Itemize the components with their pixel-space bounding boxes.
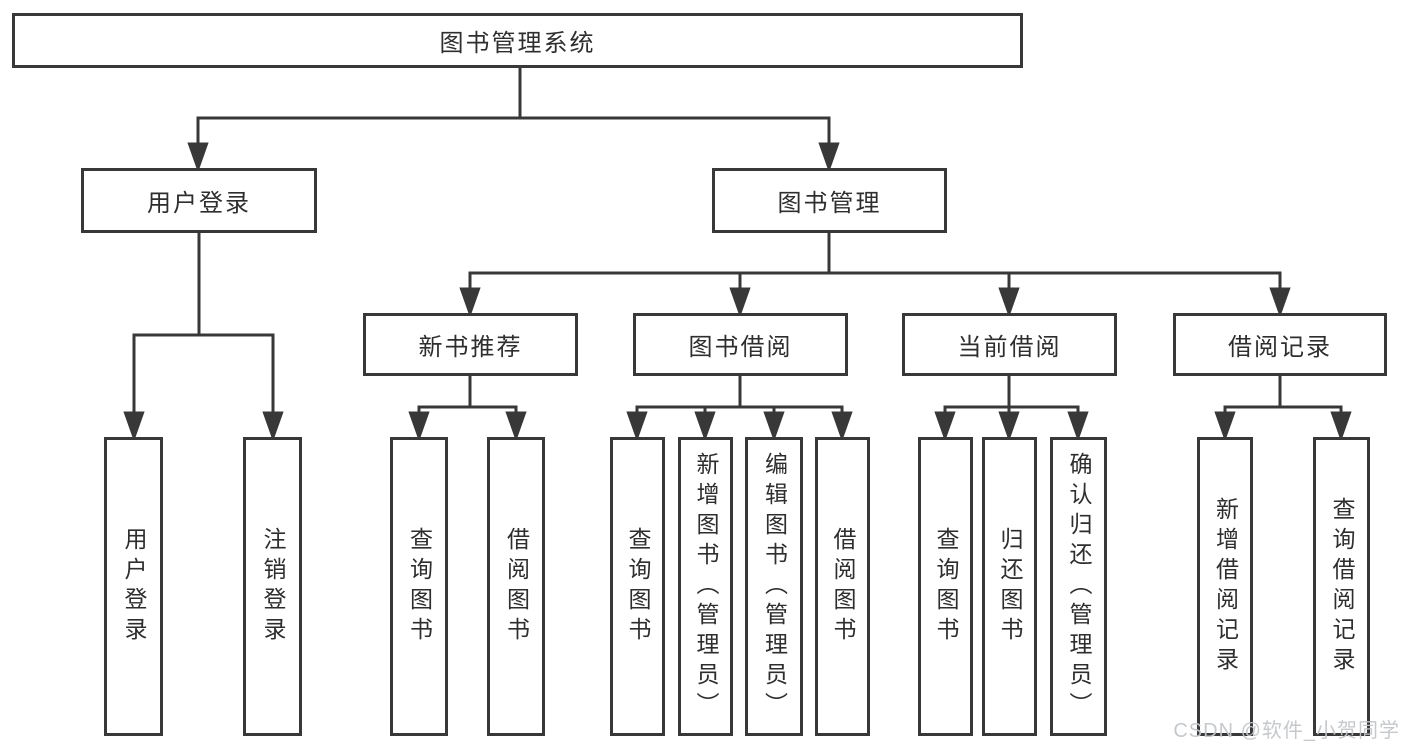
node-borrow-records: 借阅记录	[1173, 313, 1387, 376]
leaf-add-books-admin: 新增图书（管理员）	[678, 437, 733, 736]
leaf-add-borrow-record-label: 新增借阅记录	[1212, 496, 1239, 677]
node-book-management-label: 图书管理	[777, 190, 882, 217]
csdn-watermark: CSDN @软件_小贺同学	[1173, 720, 1400, 742]
leaf-borrow-books-recommend-label: 借阅图书	[503, 526, 530, 647]
leaf-logout-login-label: 注销登录	[260, 526, 286, 647]
leaf-query-books-recommend-label: 查询图书	[406, 526, 433, 647]
node-book-borrow-label: 图书借阅	[688, 334, 793, 361]
leaf-borrow-books-recommend: 借阅图书	[487, 437, 545, 736]
leaf-user-login-label: 用户登录	[121, 526, 147, 647]
leaf-confirm-return-admin: 确认归还（管理员）	[1050, 437, 1107, 736]
leaf-edit-books-admin-label: 编辑图书（管理员）	[761, 451, 788, 722]
node-new-book-recommend: 新书推荐	[363, 313, 578, 376]
node-new-book-recommend-label: 新书推荐	[418, 334, 523, 361]
node-current-borrow: 当前借阅	[902, 313, 1117, 376]
leaf-edit-books-admin: 编辑图书（管理员）	[745, 437, 803, 736]
leaf-query-borrow-record-label: 查询借阅记录	[1329, 496, 1355, 677]
leaf-borrow-books-label: 借阅图书	[830, 526, 856, 647]
leaf-borrow-books: 借阅图书	[815, 437, 870, 736]
leaf-query-books-recommend: 查询图书	[390, 437, 448, 736]
leaf-return-books: 归还图书	[982, 437, 1037, 736]
leaf-add-books-admin-label: 新增图书（管理员）	[693, 451, 719, 722]
leaf-return-books-label: 归还图书	[997, 526, 1023, 647]
leaf-add-borrow-record: 新增借阅记录	[1197, 437, 1253, 736]
node-user-login-label: 用户登录	[147, 190, 251, 217]
node-book-management: 图书管理	[712, 168, 947, 233]
leaf-query-borrow-record: 查询借阅记录	[1313, 437, 1370, 736]
node-book-borrow: 图书借阅	[633, 313, 848, 376]
node-system-root: 图书管理系统	[12, 13, 1023, 68]
leaf-user-login: 用户登录	[104, 437, 163, 736]
node-borrow-records-label: 借阅记录	[1228, 334, 1332, 361]
leaf-logout-login: 注销登录	[243, 437, 302, 736]
leaf-query-books-borrow-label: 查询图书	[625, 526, 651, 647]
leaf-confirm-return-admin-label: 确认归还（管理员）	[1066, 451, 1092, 722]
node-current-borrow-label: 当前借阅	[957, 334, 1062, 361]
leaf-query-books-current: 查询图书	[918, 437, 973, 736]
node-system-root-label: 图书管理系统	[439, 30, 596, 57]
node-user-login: 用户登录	[81, 168, 317, 233]
leaf-query-books-borrow: 查询图书	[610, 437, 665, 736]
leaf-query-books-current-label: 查询图书	[933, 526, 959, 647]
